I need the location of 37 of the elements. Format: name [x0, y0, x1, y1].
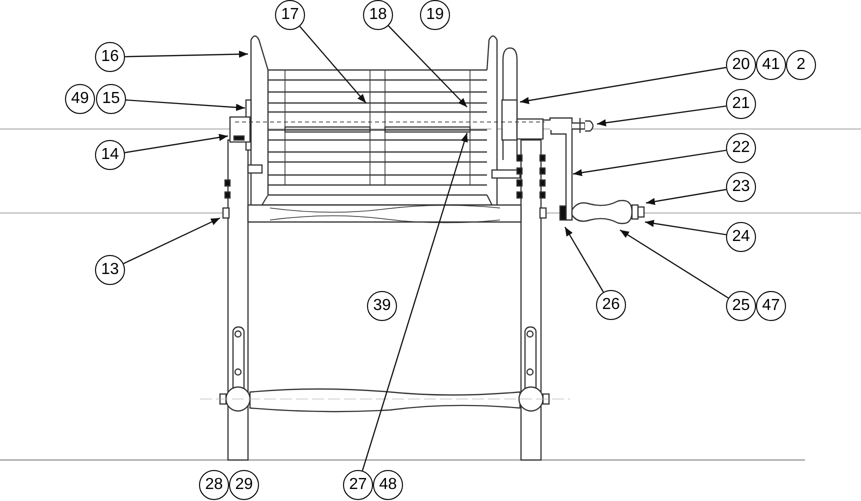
callout-number: 20 — [726, 50, 756, 80]
leader-line — [362, 132, 468, 471]
callout-number: 49 — [65, 84, 95, 114]
leader-line — [620, 230, 729, 299]
callout-number: 21 — [726, 89, 756, 119]
callout-number: 47 — [756, 291, 786, 321]
callout-number: 19 — [420, 0, 450, 30]
leader-line — [596, 105, 726, 126]
leader-line — [123, 217, 220, 264]
leader-line — [520, 66, 726, 104]
callout-number: 41 — [756, 50, 786, 80]
callout-number: 23 — [726, 172, 756, 202]
callout-number: 14 — [95, 140, 125, 170]
leader-line — [646, 188, 726, 206]
callout-number: 27 — [343, 470, 373, 500]
leader-line — [388, 25, 468, 108]
callout-number: 29 — [229, 470, 259, 500]
leader-line — [572, 150, 726, 176]
leader-line — [124, 50, 248, 58]
callout-number: 39 — [367, 291, 397, 321]
leader-line — [126, 99, 246, 111]
callout-number: 25 — [726, 291, 756, 321]
callout-number: 28 — [199, 470, 229, 500]
leader-line — [644, 220, 726, 236]
callout-number: 15 — [96, 84, 126, 114]
leader-line — [124, 134, 228, 154]
callout-number: 16 — [95, 42, 125, 72]
leader-line — [299, 26, 366, 104]
callout-number: 48 — [373, 470, 403, 500]
callout-number: 17 — [275, 0, 305, 30]
callout-number: 2 — [786, 50, 816, 80]
callout-number: 26 — [596, 290, 626, 320]
leader-line — [564, 226, 604, 292]
callout-number: 24 — [726, 222, 756, 252]
callout-number: 13 — [95, 255, 125, 285]
callout-number: 18 — [363, 0, 393, 30]
callout-number: 22 — [726, 133, 756, 163]
